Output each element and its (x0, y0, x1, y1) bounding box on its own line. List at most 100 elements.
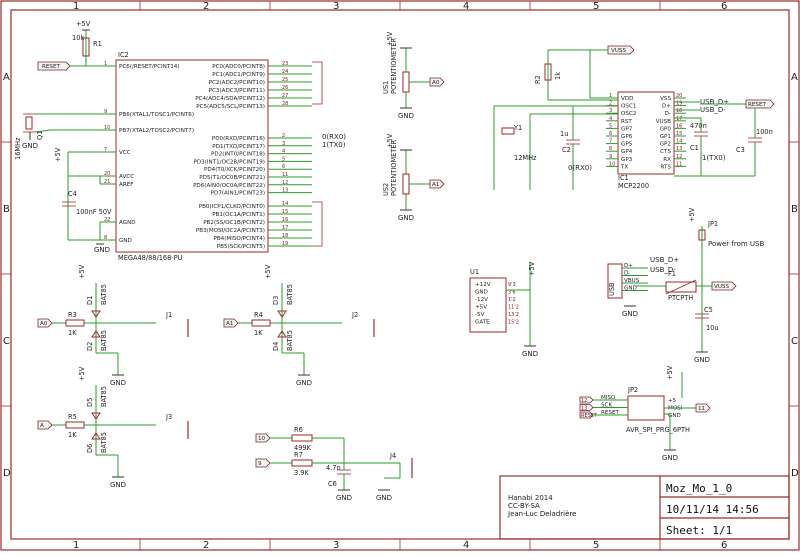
mcu-right-pin-num: 15 (282, 209, 288, 215)
mcu-right-pin-name: PB5(SCK/PCINT5) (217, 244, 265, 250)
mcu-right-pin-num: 24 (282, 69, 288, 75)
pot-value: POTENTIOMETER (390, 37, 398, 94)
grid-col-6-bottom: 6 (721, 540, 727, 551)
u1-pin-num: 1'2 (508, 297, 516, 303)
mcu-right-pin-num: 27 (282, 93, 288, 99)
grid-row-a: A (3, 72, 10, 83)
pot-supply: +5V (386, 133, 394, 148)
grid-col-6: 6 (721, 1, 727, 12)
c3-value: 100n (756, 128, 773, 136)
grid-col-4-bottom: 4 (463, 540, 469, 551)
mcu-right-pin-num: 11 (282, 172, 288, 178)
channel-gnd: GND (296, 379, 312, 387)
output-filter: 10 9 R6 499K R7 3.9K 4.7n C6 GND J4 GND (255, 426, 413, 502)
pot-flag-label: A1 (432, 182, 440, 188)
grid-col-3: 3 (333, 1, 339, 12)
channel-diode-top (91, 310, 101, 318)
channel-d2-ref: D2 (86, 342, 94, 351)
channel-resistor (65, 319, 85, 327)
channel-d2-ref: D4 (272, 342, 280, 351)
isp-left-flag (579, 411, 594, 419)
u1-gnd: GND (522, 350, 538, 358)
title-block: Hanabi 2014 CC-BY-SA Jean-Luc Deladrière… (499, 475, 790, 540)
mcu-pc-connector (312, 61, 323, 105)
ic1-right-pin-num: 19 (676, 101, 682, 107)
grid-row-c-right: C (791, 336, 798, 347)
mcu-right-pin-num: 17 (282, 225, 288, 231)
ic1-right-pin-num: 12 (676, 154, 682, 160)
mcu-right-pin-name: PD7(AIN1/PCINT23) (211, 191, 265, 197)
usb-chip-right-pins: 20VSS19D+18D-17VUSB16GP015GP114GP213CTS1… (656, 93, 686, 170)
ic1-right-pin-name: VSS (660, 96, 671, 102)
channel-d2-value: BAT85 (100, 330, 108, 351)
mcu-right-pin-name: PC5(ADC5/SCL/PCINT13) (196, 104, 265, 110)
usb-gnd: GND (622, 310, 638, 318)
grid-col-3-bottom: 3 (333, 540, 339, 551)
isp-left-pin-name: MISO (601, 395, 616, 401)
channel-supply: +5V (78, 264, 86, 279)
channel-d1-value: BAT85 (100, 284, 108, 305)
ic1-right-pin-name: VUSB (656, 119, 671, 125)
mcu-right-pin-name: PC4(ADC4/SDA/PCINT12) (195, 96, 265, 102)
channel-diode-bottom (91, 432, 101, 440)
vcc-supply: +5V (54, 147, 62, 162)
ic1-right-pin-num: 14 (676, 139, 682, 145)
channel-resistor-value: 1K (254, 329, 263, 337)
u1-pin-num: 11'2 (508, 305, 519, 311)
ic1-reset-flag: RESET (748, 102, 767, 108)
u1-supply: +5V (528, 261, 536, 276)
channel-gnd: GND (110, 379, 126, 387)
output-flag-b: 9 (258, 461, 262, 467)
r1-value: 10k (72, 34, 84, 42)
isp-supply: +5V (666, 365, 674, 380)
ic1-right-pin-name: GP0 (660, 126, 672, 132)
pot-value: POTENTIOMETER (390, 139, 398, 196)
ic1-right-pin-name: GP2 (660, 142, 671, 148)
grid-row-labels-right: A B C D (791, 72, 799, 479)
isp-ref: JP2 (627, 386, 638, 394)
ic1-right-pin-name: CTS (660, 149, 671, 155)
mcu-gnd: GND (94, 246, 110, 254)
c2-value: 1u (560, 130, 568, 138)
channel-resistor-value: 1K (68, 431, 77, 439)
title-project: Hanabi 2014 (508, 494, 553, 502)
r2-ref: R2 (534, 75, 542, 84)
fuse-value: PTCPTH (668, 294, 693, 302)
mcu-left-pin-num: 22 (104, 217, 110, 223)
mcu-rx-label: 0(RX0) (322, 133, 346, 141)
r7-ref: R7 (294, 451, 303, 459)
ic1-tx-label: 1(TX0) (702, 154, 726, 162)
usb-connector-label: USB (608, 282, 616, 296)
c4-value: 100nF 50V (76, 208, 112, 216)
r1-supply: +5V (76, 20, 91, 28)
channel-flag (37, 420, 53, 430)
mcu-right-pin-name: PD1(TXD/PCINT17) (212, 144, 265, 150)
c2-ref: C2 (562, 146, 571, 154)
ic1-left-pin-name: GP5 (621, 142, 633, 148)
channel-diode-bottom (277, 330, 287, 338)
c6-ref: C6 (328, 480, 337, 488)
mcu-right-pin-name: PD5(T1/OC0B/PCINT21) (199, 175, 265, 181)
r1-ref: R1 (93, 40, 102, 48)
mcu-right-pin-name: PD6(AIN0/OC0A/PCINT22) (193, 183, 265, 189)
u1-pin-name: +5V (475, 305, 487, 311)
mcu-left-pin-name: VCC (119, 150, 131, 156)
ic1-right-pin-num: 11 (676, 161, 682, 167)
pot-supply: +5V (386, 31, 394, 46)
title-date: 10/11/14 14:56 (666, 503, 759, 516)
grid-col-1-bottom: 1 (73, 540, 79, 551)
c5-value: 10u (706, 324, 719, 332)
u1-pin-name: -12V (475, 297, 488, 303)
channel-diode-top (277, 310, 287, 318)
mcu-right-pin-name: PD2(INT0/PCINT18) (211, 152, 265, 158)
